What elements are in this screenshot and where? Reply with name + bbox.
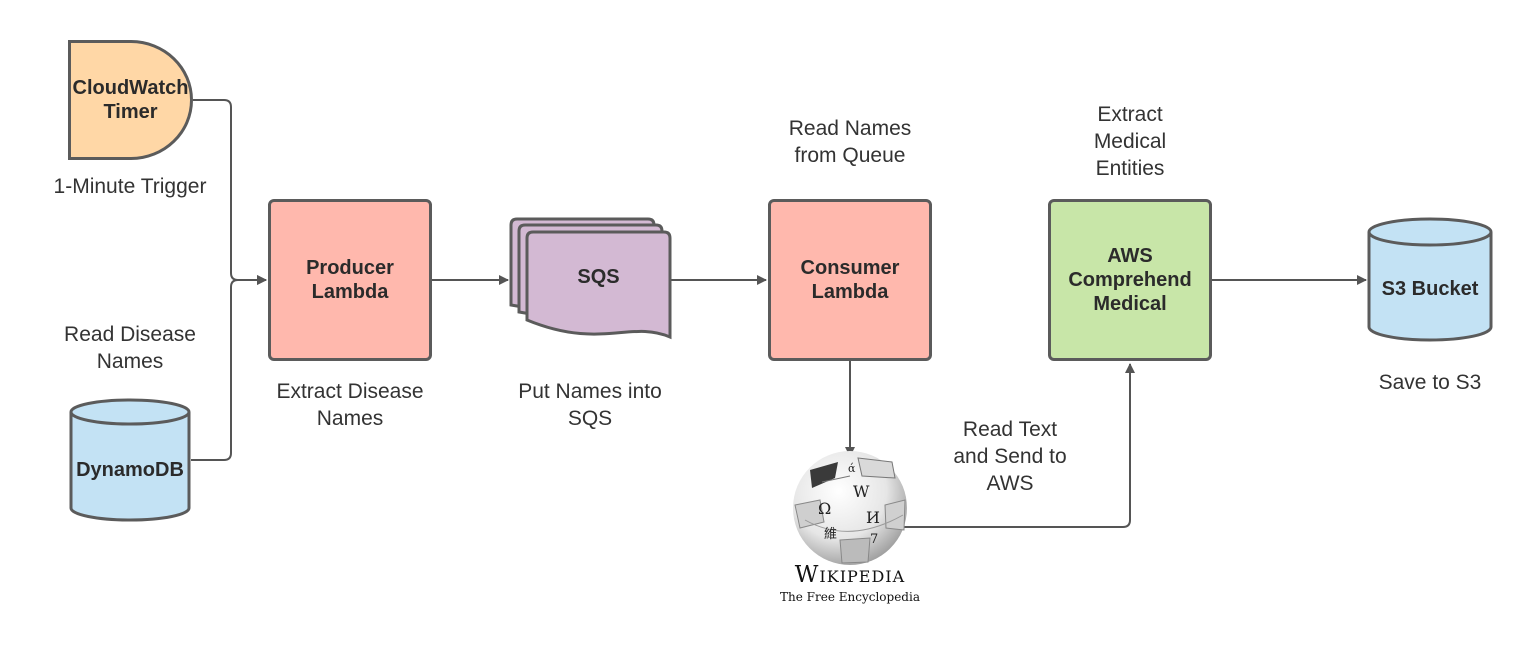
read-queue-label: Read Names from Queue xyxy=(788,117,912,167)
cloudwatch-timer-node: CloudWatch Timer xyxy=(68,40,193,160)
wikipedia-globe-icon: Ω W И 維 7 ά xyxy=(793,451,907,565)
read-text-label: Read Text and Send to AWS xyxy=(953,418,1067,495)
wikipedia-tagline: The Free Encyclopedia xyxy=(780,590,920,604)
wiki-glyph: ά xyxy=(848,462,856,475)
trigger-label: 1-Minute Trigger xyxy=(53,175,207,198)
connector-dynamodb-to-producer xyxy=(191,275,267,461)
put-names-label: Put Names into SQS xyxy=(518,380,662,430)
wiki-glyph: И xyxy=(866,508,880,527)
sqs-label: SQS xyxy=(577,266,620,288)
aws-comprehend-medical-node: AWS Comprehend Medical xyxy=(1048,199,1212,361)
producer-lambda-node: Producer Lambda xyxy=(268,199,432,361)
s3-bucket-label: S3 Bucket xyxy=(1381,278,1479,300)
dynamodb-label: DynamoDB xyxy=(76,459,184,481)
dynamodb-cylinder xyxy=(69,398,191,522)
wikipedia-wordmark: Wikipedia xyxy=(794,562,906,588)
consumer-lambda-node: Consumer Lambda xyxy=(768,199,932,361)
read-disease-label: Read Disease Names xyxy=(64,323,196,373)
connectors xyxy=(191,99,1367,528)
wiki-glyph: 7 xyxy=(870,532,878,547)
save-s3-label: Save to S3 xyxy=(1378,371,1482,394)
wiki-glyph: 維 xyxy=(824,527,837,542)
sqs-document-stack xyxy=(509,217,672,340)
s3-cylinder xyxy=(1367,217,1493,342)
extract-medical-label: Extract Medical Entities xyxy=(1093,103,1167,180)
wiki-glyph: Ω xyxy=(818,499,831,518)
extract-disease-label: Extract Disease Names xyxy=(276,380,424,430)
wiki-glyph: W xyxy=(853,482,870,501)
connector-wikipedia-to-aws xyxy=(898,363,1135,528)
